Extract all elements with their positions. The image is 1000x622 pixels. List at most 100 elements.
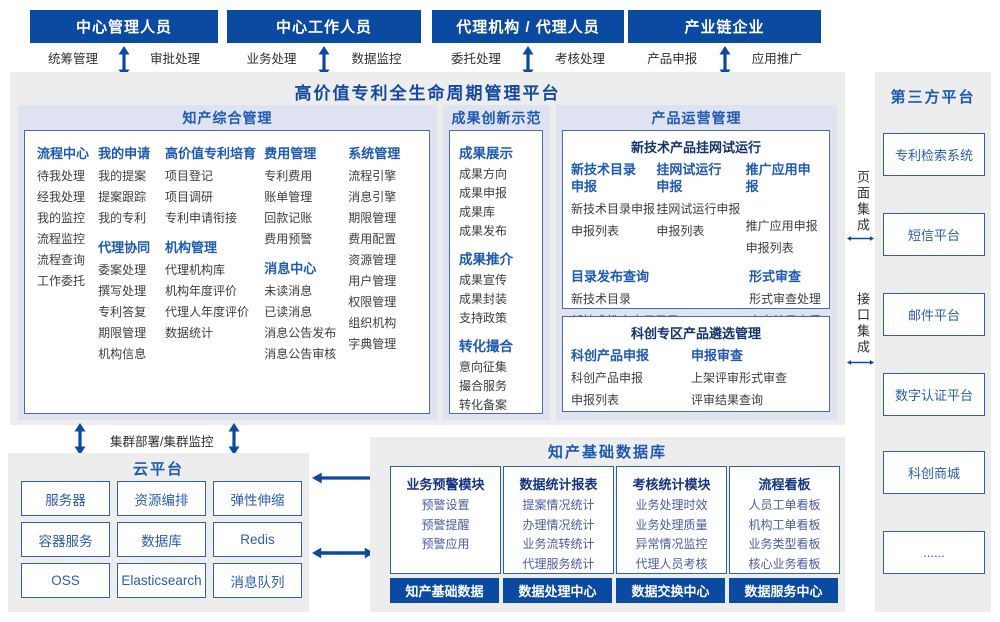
- module-item: 办理情况统计: [522, 517, 595, 532]
- menu-item: 成果申报: [459, 186, 508, 200]
- actor-agencies: 代理机构 / 代理人员 委托处理 考核处理: [432, 10, 624, 67]
- group-heading: 形式审查: [749, 269, 802, 284]
- actor-industry-chain: 产业链企业 产品申报 应用推广: [628, 10, 821, 67]
- menu-item: 支持政策: [459, 311, 508, 325]
- product-group-trial-apply: 挂网试运行申报 挂网试运行申报 申报列表: [656, 158, 745, 259]
- actor-role-left: 委托处理: [450, 52, 501, 66]
- actor-role-right: 应用推广: [751, 52, 802, 66]
- ip-column-cultivation: 高价值专利培育 项目登记 项目调研 专利申请衔接 机构管理 代理机构库 机构年度…: [165, 135, 264, 409]
- menu-item: 回款记账: [264, 211, 313, 225]
- module-item: 核心业务看板: [748, 556, 821, 571]
- module-item: 人员工单看板: [748, 498, 821, 512]
- menu-item: 撮合服务: [459, 379, 508, 393]
- menu-item: 消息引擎: [348, 190, 397, 204]
- module-kanban: 流程看板 人员工单看板 机构工单看板 业务类型看板 核心业务看板: [729, 466, 840, 574]
- menu-item: 申报列表: [571, 392, 620, 407]
- third-party-box: ......: [883, 531, 985, 574]
- menu-item: 组织机构: [348, 316, 397, 330]
- ip-column-process: 流程中心 待我处理 经我处理 我的监控 流程监控 流程查询 工作委托: [37, 135, 98, 409]
- data-bar: 数据处理中心: [503, 578, 612, 603]
- platform-area: 高价值专利全生命周期管理平台 知产综合管理 流程中心 待我处理 经我处理 我的监…: [10, 72, 845, 425]
- product-trial-panel: 新技术产品挂网试运行 新技术目录申报 新技术目录申报 申报列表 挂网试运行申报 …: [562, 130, 830, 349]
- menu-item: 字典管理: [348, 337, 397, 351]
- module-item: 提案情况统计: [522, 498, 595, 512]
- cloud-service-box: 容器服务: [21, 522, 110, 557]
- vertical-double-arrow-icon: [228, 422, 240, 456]
- product-group-promotion-apply: 推广应用申报 推广应用申报 申报列表: [746, 158, 821, 259]
- menu-item: 上架评审形式审查: [691, 371, 788, 385]
- module-item: 业务流转统计: [522, 537, 595, 551]
- menu-item: 挂网试运行申报: [656, 202, 741, 216]
- menu-item: 未读消息: [264, 284, 313, 298]
- panel-title: 科创专区产品遴选管理: [630, 326, 761, 341]
- panel-title: 新技术产品挂网试运行: [630, 140, 761, 155]
- menu-item: 期限管理: [348, 211, 397, 225]
- module-statistics-report: 数据统计报表 提案情况统计 办理情况统计 业务流转统计 代理服务统计: [503, 466, 614, 574]
- menu-item: 专利费用: [264, 169, 313, 183]
- actor-header: 产业链企业: [628, 10, 821, 43]
- group-heading: 我的申请: [98, 146, 151, 161]
- product-group-catalog-apply: 新技术目录申报 新技术目录申报 申报列表: [571, 158, 656, 259]
- menu-item: 项目调研: [164, 190, 213, 204]
- third-party-box: 科创商城: [883, 451, 985, 494]
- database-title: 知产基础数据库: [547, 444, 667, 461]
- integration-label-page: 页面集成: [855, 170, 870, 234]
- module-item: 异常情况监控: [635, 537, 708, 551]
- group-heading: 成果展示: [459, 146, 513, 161]
- menu-item: 新技术目录: [571, 292, 632, 306]
- menu-item: 成果宣传: [459, 273, 508, 287]
- module-item: 代理服务统计: [522, 556, 595, 571]
- menu-item: 成果方向: [459, 167, 508, 181]
- third-party-box: 短信平台: [883, 213, 985, 256]
- horizontal-double-arrow-icon: [847, 357, 874, 368]
- group-heading: 申报审查: [691, 348, 744, 363]
- module-item: 代理人员考核: [635, 556, 708, 571]
- menu-item: 期限管理: [98, 326, 147, 340]
- menu-item: 费用配置: [348, 232, 397, 246]
- menu-item: 我的提案: [98, 169, 147, 183]
- horizontal-double-arrow-icon: [312, 547, 374, 559]
- menu-item: 转化备案: [459, 398, 508, 412]
- menu-item: 评审结果查询: [691, 392, 764, 407]
- menu-item: 专利申请衔接: [164, 211, 237, 225]
- menu-item: 科创产品申报: [571, 371, 644, 385]
- menu-item: 意向征集: [459, 360, 508, 374]
- menu-item: 数据统计: [164, 326, 213, 340]
- platform-title: 高价值专利全生命周期管理平台: [294, 84, 561, 103]
- section-ip-management: 知产综合管理 流程中心 待我处理 经我处理 我的监控 流程监控 流程查询 工作委…: [18, 105, 437, 420]
- menu-item: 机构信息: [98, 347, 147, 361]
- horizontal-double-arrow-icon: [847, 233, 874, 244]
- module-item: 机构工单看板: [748, 517, 821, 532]
- group-heading: 挂网试运行申报: [656, 162, 722, 194]
- section-achievement: 成果创新示范 成果展示 成果方向 成果申报 成果库 成果发布 成果推介 成果宣传…: [443, 105, 550, 420]
- menu-item: 经我处理: [37, 190, 86, 204]
- group-heading: 机构管理: [164, 240, 217, 255]
- actor-role-left: 统筹管理: [47, 52, 98, 66]
- section-title: 产品运营管理: [651, 109, 742, 126]
- menu-item: 委案处理: [98, 263, 147, 277]
- section-product-operation: 产品运营管理 新技术产品挂网试运行 新技术目录申报 新技术目录申报 申报列表 挂…: [556, 105, 837, 420]
- menu-item: 我的监控: [37, 211, 86, 225]
- group-heading: 费用管理: [264, 146, 317, 161]
- vertical-double-arrow-icon: [74, 422, 86, 456]
- menu-item: 成果库: [459, 205, 496, 219]
- ip-panel: 流程中心 待我处理 经我处理 我的监控 流程监控 流程查询 工作委托 我的申请 …: [24, 130, 430, 414]
- menu-item: 项目登记: [164, 169, 213, 183]
- menu-item: 推广应用申报: [745, 219, 818, 233]
- section-title: 知产综合管理: [182, 109, 273, 126]
- module-heading: 业务预警模块: [406, 477, 485, 492]
- data-bar: 知产基础数据: [390, 578, 499, 603]
- cloud-service-box: Redis: [213, 522, 302, 557]
- actor-header: 中心管理人员: [30, 10, 218, 43]
- cloud-service-box: 消息队列: [213, 563, 302, 598]
- group-heading: 消息中心: [264, 261, 317, 276]
- ip-column-system: 系统管理 流程引擎 消息引擎 期限管理 费用配置 资源管理 用户管理 权限管理 …: [348, 135, 413, 409]
- cloud-service-box: OSS: [21, 563, 110, 598]
- group-heading: 科创产品申报: [571, 348, 650, 363]
- group-heading: 目录发布查询: [571, 269, 650, 284]
- menu-item: 申报列表: [656, 223, 705, 238]
- menu-item: 已读消息: [264, 305, 313, 319]
- group-heading: 系统管理: [348, 146, 401, 161]
- ip-database-area: 知产基础数据库 业务预警模块 预警设置 预警提醒 预警应用 数据统计报表 提案情…: [370, 437, 845, 612]
